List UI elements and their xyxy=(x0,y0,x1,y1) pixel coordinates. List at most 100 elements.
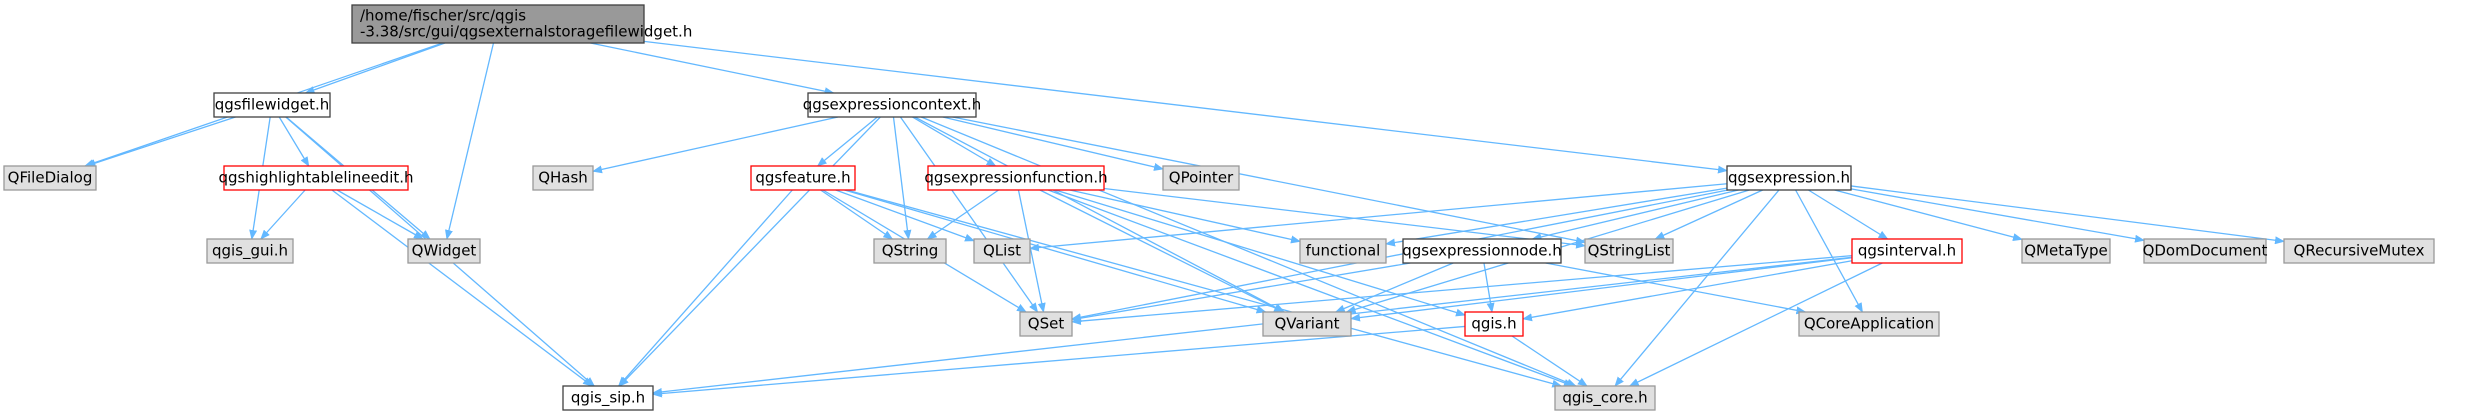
node-box xyxy=(2021,238,2111,264)
edge-root-to-qwidget xyxy=(445,42,495,240)
node-functional[interactable]: functional xyxy=(1299,238,1387,264)
node-qgshighlightablelineedit[interactable]: qgshighlightablelineedit.h xyxy=(218,165,414,191)
edge-qgsexpressionfunction-to-functional xyxy=(1069,189,1301,244)
edge-qgsexpressionnode-to-qgis_h xyxy=(1483,262,1495,313)
node-label: QVariant xyxy=(1274,315,1339,333)
edge-qgsexpression-to-qmetatype xyxy=(1834,189,2023,241)
edge-qgsexpression-to-qgsexpressionnode xyxy=(1531,189,1739,241)
edge-qgsexpression-to-qdomdocument xyxy=(1850,188,2145,243)
node-label: qgshighlightablelineedit.h xyxy=(218,169,413,187)
edge-qgsexpressioncontext-to-qgis_core xyxy=(920,116,1577,387)
node-qvariant[interactable]: QVariant xyxy=(1262,311,1352,337)
node-qgis_core[interactable]: qgis_core.h xyxy=(1554,385,1656,411)
edge-root-to-qgsfilewidget xyxy=(304,42,446,94)
node-qstring[interactable]: QString xyxy=(873,238,947,264)
edge-qgsinterval-to-qgis_sip xyxy=(652,256,1853,396)
node-box xyxy=(1798,311,1940,337)
edge-qgsexpression-to-qstringlist xyxy=(1654,189,1763,240)
node-box xyxy=(407,238,481,264)
node-qgsexpression[interactable]: qgsexpression.h xyxy=(1726,165,1852,191)
node-box xyxy=(1262,311,1352,337)
node-label: -3.38/src/gui/qgsexternalstoragefilewidg… xyxy=(360,23,692,41)
edge-qgsfilewidget-to-qfiledialog xyxy=(85,116,236,167)
node-qcoreapplication[interactable]: QCoreApplication xyxy=(1798,311,1940,337)
node-box xyxy=(223,165,409,191)
edge-qgsexpressionnode-to-qcoreapplication xyxy=(1545,262,1807,315)
node-box xyxy=(2143,238,2267,264)
node-label: QWidget xyxy=(412,242,477,260)
edge-qgsexpressioncontext-to-qvariant xyxy=(914,116,1286,313)
node-box xyxy=(1464,311,1524,337)
edge-qgsinterval-to-qgis_core xyxy=(1628,262,1883,387)
edge-qgsexpressioncontext-to-qpointer xyxy=(942,116,1164,171)
node-qset[interactable]: QSet xyxy=(1019,311,1073,337)
node-root[interactable]: /home/fischer/src/qgis-3.38/src/gui/qgse… xyxy=(351,4,692,44)
node-qgis_h[interactable]: qgis.h xyxy=(1464,311,1524,337)
edge-qgsexpressioncontext-to-qgis_sip xyxy=(618,116,881,387)
node-qgis_gui[interactable]: qgis_gui.h xyxy=(206,238,294,264)
edge-qgshighlightablelineedit-to-qgis_sip xyxy=(331,189,593,387)
edge-qgsexpressionfunction-to-qstring xyxy=(926,189,999,240)
edge-qgsfeature-to-qlist xyxy=(835,189,975,242)
node-qgsexpressionfunction[interactable]: qgsexpressionfunction.h xyxy=(924,165,1108,191)
edge-qgsexpressionfunction-to-qgis_core xyxy=(1047,189,1574,387)
node-qwidget[interactable]: QWidget xyxy=(407,238,481,264)
node-qgsexpressioncontext[interactable]: qgsexpressioncontext.h xyxy=(803,92,982,118)
node-box xyxy=(2283,238,2435,264)
node-label: QDomDocument xyxy=(2143,242,2268,260)
edge-qgsfeature-to-qstring xyxy=(820,189,894,240)
node-qlist[interactable]: QList xyxy=(973,238,1031,264)
node-qgis_sip[interactable]: qgis_sip.h xyxy=(562,385,654,411)
node-box xyxy=(1402,238,1562,264)
node-qfiledialog[interactable]: QFileDialog xyxy=(3,165,97,191)
node-qrecursivemutex[interactable]: QRecursiveMutex xyxy=(2283,238,2435,264)
edge-qgshighlightablelineedit-to-qgis_gui xyxy=(260,189,306,240)
node-box xyxy=(927,165,1105,191)
node-qmetatype[interactable]: QMetaType xyxy=(2021,238,2111,264)
edge-qgsexpressioncontext-to-qgsfeature xyxy=(816,116,878,167)
edge-qgsexpression-to-qcoreapplication xyxy=(1795,189,1863,313)
edge-qgsexpressionnode-to-qvariant xyxy=(1334,262,1454,313)
node-label: QSet xyxy=(1028,315,1065,333)
node-label: qgis.h xyxy=(1471,315,1516,333)
node-label: qgsexpressioncontext.h xyxy=(803,96,982,114)
node-box xyxy=(1851,238,1963,264)
edge-qgsexpressioncontext-to-qstring xyxy=(892,116,912,240)
node-label: QPointer xyxy=(1169,169,1234,187)
edge-qgsexpression-to-qgsinterval xyxy=(1808,189,1889,240)
edge-qgsexpression-to-qset xyxy=(1071,189,1729,322)
edge-qgsexpressionnode-to-qset xyxy=(1071,262,1411,323)
node-label: QFileDialog xyxy=(8,169,93,187)
edge-qgsinterval-to-qgis_h xyxy=(1522,260,1853,322)
node-qpointer[interactable]: QPointer xyxy=(1162,165,1240,191)
node-box xyxy=(213,92,331,118)
node-qstringlist[interactable]: QStringList xyxy=(1584,238,1674,264)
node-qgsfeature[interactable]: qgsfeature.h xyxy=(750,165,856,191)
node-label: qgsexpressionnode.h xyxy=(1402,242,1561,260)
node-label: QMetaType xyxy=(2024,242,2108,260)
node-qgsfilewidget[interactable]: qgsfilewidget.h xyxy=(213,92,331,118)
node-qgsinterval[interactable]: qgsinterval.h xyxy=(1851,238,1963,264)
node-box xyxy=(1299,238,1387,264)
node-box xyxy=(562,385,654,411)
edge-qgsexpressionfunction-to-qstringlist xyxy=(1103,187,1586,249)
edge-qgsexpression-to-qlist xyxy=(1029,183,1728,252)
node-label: /home/fischer/src/qgis xyxy=(360,7,526,25)
node-label: qgis_gui.h xyxy=(212,242,288,261)
node-label: functional xyxy=(1306,242,1381,260)
node-box xyxy=(3,165,97,191)
node-box xyxy=(873,238,947,264)
edge-qgsfeature-to-qvariant xyxy=(844,189,1267,314)
node-box xyxy=(1584,238,1674,264)
edge-qgsexpressioncontext-to-qset xyxy=(899,116,1039,313)
node-label: qgsexpression.h xyxy=(1728,169,1850,187)
node-label: qgsinterval.h xyxy=(1858,242,1956,260)
node-label: QStringList xyxy=(1588,242,1671,260)
node-label: QList xyxy=(983,242,1021,260)
edge-qgsfeature-to-qgis_sip xyxy=(617,189,793,387)
edge-qgsfeature-to-qgis_core xyxy=(846,189,1563,388)
node-qgsexpressionnode[interactable]: qgsexpressionnode.h xyxy=(1402,238,1562,264)
node-qhash[interactable]: QHash xyxy=(532,165,594,191)
node-qdomdocument[interactable]: QDomDocument xyxy=(2143,238,2268,264)
